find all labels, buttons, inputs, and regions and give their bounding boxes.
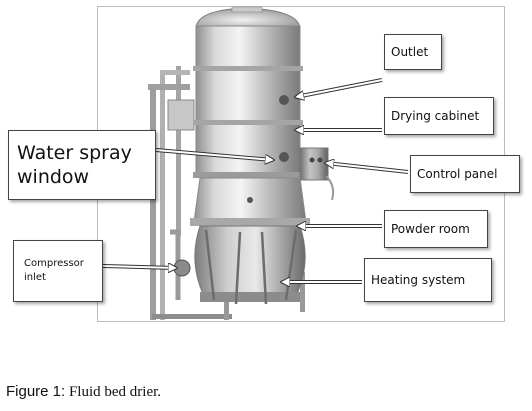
label-control-panel-text: Control panel [417, 167, 498, 181]
figure-caption-text: Fluid bed drier. [68, 384, 162, 400]
label-water-spray-line2: window [17, 166, 90, 188]
label-outlet-text: Outlet [391, 45, 429, 59]
label-outlet: Outlet [384, 34, 442, 70]
label-heating-system: Heating system [364, 258, 492, 302]
label-compressor-line2: inlet [24, 272, 46, 283]
label-arrows [102, 78, 409, 282]
dryer-column [193, 6, 303, 178]
label-heating-system-text: Heating system [371, 273, 466, 287]
figure-caption-label: Figure 1: [6, 383, 66, 400]
label-powder-room: Powder room [384, 210, 488, 248]
heating-bowl [173, 225, 306, 305]
label-compressor-inlet: Compressor inlet [13, 240, 103, 302]
figure-caption: Figure 1: Fluid bed drier. [6, 383, 161, 401]
label-control-panel: Control panel [410, 155, 520, 193]
control-panel-box [299, 147, 335, 201]
label-powder-room-text: Powder room [391, 222, 470, 236]
powder-room-cone [190, 177, 310, 226]
label-water-spray-window: Water spray window [8, 130, 156, 200]
label-water-spray-line1: Water spray [17, 142, 132, 164]
label-compressor-line1: Compressor [24, 258, 84, 269]
label-drying-cabinet-text: Drying cabinet [391, 109, 480, 123]
label-drying-cabinet: Drying cabinet [384, 97, 494, 135]
